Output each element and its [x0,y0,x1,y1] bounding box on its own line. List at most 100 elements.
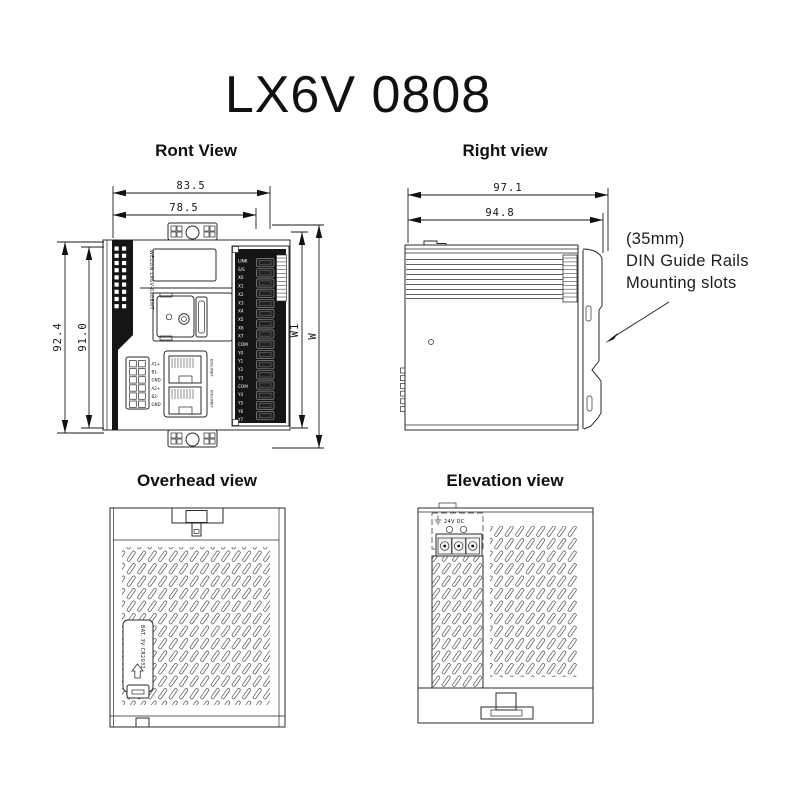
right-top-bump [423,240,447,245]
dim-text-83-5: 83.5 [176,180,206,192]
annotation-line: (35mm) [626,230,685,248]
front-dim-width-outer [112,186,271,238]
annotation-line: DIN Guide Rails [626,252,749,270]
front-terminal-block [125,356,150,410]
io-label: Y1 [237,359,244,364]
dim-text-78-5: 78.5 [169,202,199,214]
io-labels: LINK S/S X0 X1 X2 X3 X4 X5 X6 X7 COM Y0 … [237,259,248,423]
front-display-window [152,248,217,282]
din-slot-top [585,305,592,322]
io-label: Y6 [237,409,244,414]
battery-arrow-icon [131,663,144,679]
din-rail-annotation: (35mm) DIN Guide Rails Mounting slots [626,228,749,294]
io-label: S/S [238,267,245,272]
front-view-label: Ront View [155,141,237,160]
overhead-din-clip [171,507,224,537]
terminal-label: B2- [152,394,159,399]
io-label: X4 [238,309,244,314]
din-annotation-leader [605,301,670,343]
front-round-button [178,313,190,325]
terminal-label: A2+ [152,386,161,391]
io-label: Y4 [237,392,244,397]
dim-text-92-4: 92.4 [52,322,64,352]
io-label: X2 [238,292,244,297]
io-label: X0 [238,275,244,280]
io-connector-ladder [276,254,287,302]
right-view-label: Right view [462,141,548,160]
front-led-strip [112,240,133,430]
overhead-view-drawing: BAT. 3V CR2032 [109,507,286,728]
dim-text-w: W [307,332,319,340]
front-dim-width-inner [113,208,257,229]
front-card-slot [195,296,208,338]
io-label: Y5 [237,401,244,406]
front-ethernet-ports: EtherNET EtherNET [163,350,215,418]
front-small-button [165,313,173,321]
elevation-right-vent [490,526,578,677]
front-dim-w [272,224,324,449]
io-label: X5 [238,317,244,322]
front-brand-text: WECON LX6V-0808MT [148,250,154,310]
overhead-view-label: Overhead view [136,471,258,490]
right-body-outline [404,244,579,431]
front-view-drawing: WECON LX6V-0808MT [57,186,324,449]
elevation-left-vent [431,555,484,689]
io-slots [256,258,275,421]
terminal-label: GND [152,378,161,383]
overhead-battery-cover: BAT. 3V CR2032 [122,619,154,699]
elevation-view-drawing: 24V DC [417,502,594,724]
page-title: LX6V 0808 [224,66,492,124]
din-slot-bottom [586,395,593,412]
terminal-label: B1- [152,370,159,375]
ethernet-label-bottom: EtherNET [210,390,215,408]
front-led-indicators [114,246,127,309]
io-label: X3 [238,300,244,305]
io-label: Y7 [237,417,244,422]
dim-text-w1: W1 [289,322,301,338]
io-label: X7 [238,334,244,339]
right-view-drawing [400,188,670,431]
annotation-line: Mounting slots [626,274,737,292]
front-bottom-mounting-tab [167,429,218,448]
io-label: COM [238,342,248,347]
front-io-strip: LINK S/S X0 X1 X2 X3 X4 X5 X6 X7 COM Y0 … [231,245,290,427]
battery-label: BAT. 3V CR2032 [139,625,145,669]
right-dim-depth-outer [407,188,609,251]
right-dim-depth-inner [408,213,604,253]
front-port-module [152,292,233,342]
elevation-power-terminal: 24V DC [431,512,484,557]
right-face-hole [428,339,434,345]
ethernet-label-top: EtherNET [210,359,215,377]
elevation-view-label: Elevation view [446,471,564,490]
terminal-label: GND [152,402,161,407]
front-dim-w1 [291,231,308,429]
io-label: X1 [238,284,244,289]
io-label: Y3 [237,375,244,380]
io-label: LINK [238,259,248,264]
ethernet-port-bottom [168,386,202,415]
right-connector-ladder [562,254,578,303]
io-label: X6 [238,325,244,330]
elevation-body-outline [417,507,594,724]
io-label: Y2 [237,367,244,372]
elevation-top-bump [438,502,457,509]
terminal-label: A1+ [152,362,161,367]
right-side-teeth [400,367,406,412]
front-dim-height-inner [81,246,104,429]
right-din-rail-section [582,248,603,430]
io-label: Y0 [237,350,244,355]
elevation-din-clip [480,692,534,720]
front-dim-height-outer [57,241,104,434]
io-label: COM [238,384,248,389]
front-terminal-labels: A1+ B1- GND A2+ B2- GND [152,362,161,408]
dim-text-91-0: 91.0 [77,322,89,352]
front-top-mounting-tab [167,222,218,241]
right-cooling-ribs [406,259,577,299]
dim-text-94-8: 94.8 [485,207,515,219]
dim-text-97-1: 97.1 [493,182,523,194]
front-body-outline [102,239,291,431]
ground-symbol-icon [434,515,442,525]
power-label: 24V DC [444,519,465,525]
